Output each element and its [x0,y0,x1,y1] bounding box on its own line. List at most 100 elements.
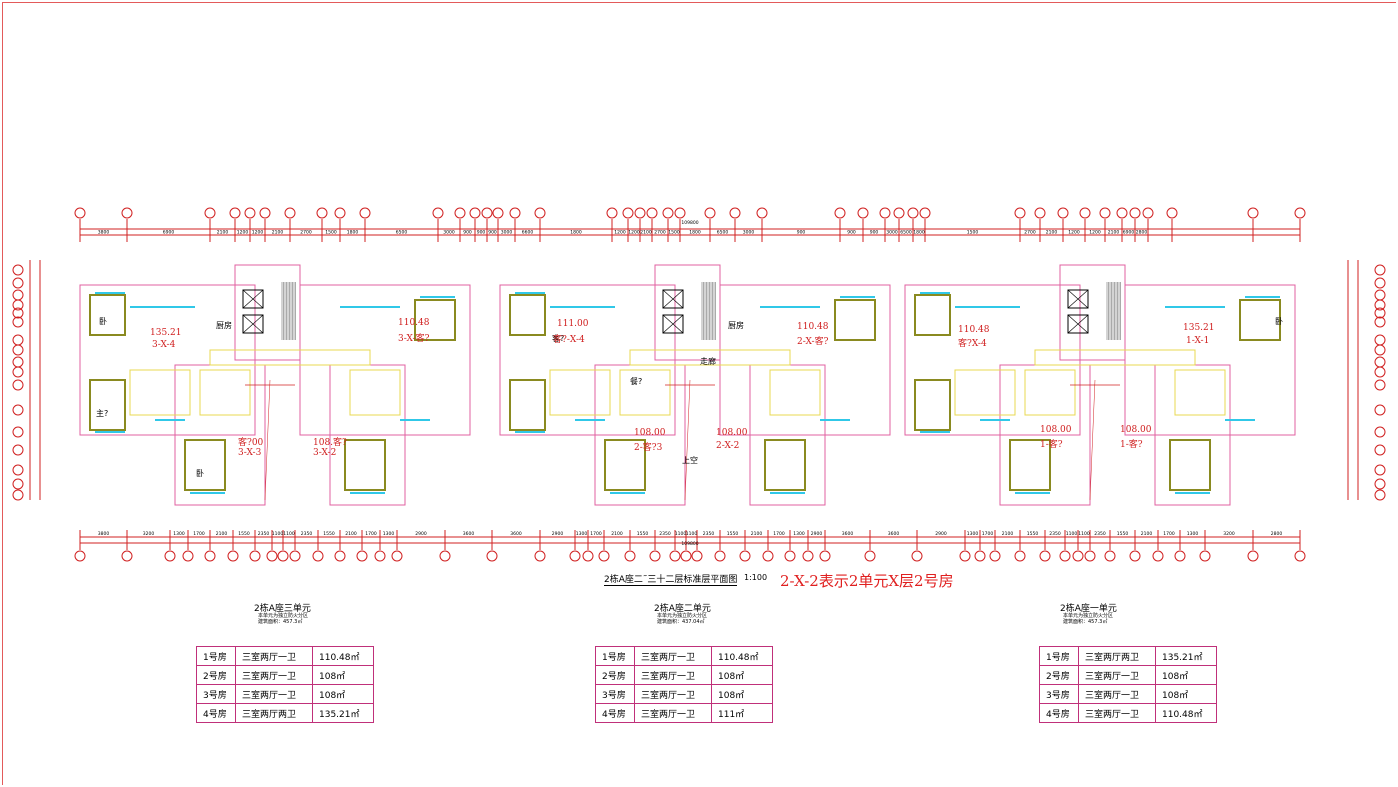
dimension-text: 2900 [811,531,823,537]
axis-bubble [1374,478,1386,490]
area-label: 135.21 [1183,323,1215,333]
axis-bubble [669,550,681,562]
axis-bubble [164,550,176,562]
room-type: 三室两厅两卫 [1078,646,1156,666]
room-area: 108㎡ [1155,684,1217,704]
dimension-text: 1200 [1068,230,1080,236]
room-label: 卧 [196,469,204,478]
room-no: 1号房 [1039,646,1079,666]
room-no: 3号房 [1039,684,1079,704]
room-type: 三室两厅一卫 [1078,665,1156,685]
dimension-text: 2350 [258,531,270,537]
dimension-text: 3800 [98,531,110,537]
dimension-text: 3000 [743,230,755,236]
axis-bubble [12,277,24,289]
axis-bubble [12,316,24,328]
area-label: 3-X-2 [313,448,337,458]
room-area: 108㎡ [711,684,773,704]
core-wall [654,264,721,361]
axis-bubble [919,207,931,219]
bedroom-wall [344,439,386,491]
dimension-text: 1300 [967,531,979,537]
axis-bubble [12,464,24,476]
axis-bubble [1166,207,1178,219]
area-label: 108.00 [1120,425,1152,435]
axis-bubble [121,207,133,219]
corridor [629,349,791,366]
axis-bubble [534,207,546,219]
dimension-text: 1550 [1117,531,1129,537]
axis-bubble [439,550,451,562]
axis-bubble [312,550,324,562]
axis-bubble [12,264,24,276]
dimension-text: 1500 [668,230,680,236]
dimension-text: 2100 [216,531,228,537]
room-no: 2号房 [595,665,635,685]
area-label: 3-X-3 [238,448,262,458]
area-label: 1-X-1 [1186,336,1210,346]
room-no: 1号房 [196,646,236,666]
axis-bubble [1374,316,1386,328]
axis-bubble [1079,207,1091,219]
dimension-text: 1550 [727,531,739,537]
total-dimension: 109800 [681,541,698,547]
axis-bubble [1294,207,1306,219]
elevator [1067,289,1089,309]
dimension-text: 1200 [237,230,249,236]
room-label: 厨房 [728,321,744,330]
dimension-text: 3600 [888,531,900,537]
dimension-text: 900 [477,230,486,236]
room-no: 3号房 [595,684,635,704]
area-label: 108.客? [313,438,347,448]
dimension-text: 2350 [1049,531,1061,537]
room-no: 4号房 [196,703,236,723]
elevator [662,314,684,334]
room-no: 4号房 [595,703,635,723]
axis-bubble [12,444,24,456]
axis-bubble [74,207,86,219]
fire-line [684,379,691,501]
fire-line [264,379,271,501]
dimension-text: 1300 [793,531,805,537]
axis-bubble [1039,550,1051,562]
bedroom-wall [1169,439,1211,491]
axis-bubble [739,550,751,562]
living-wall [129,369,191,416]
bedroom-wall [1239,299,1281,341]
axis-bubble [598,550,610,562]
axis-bubble [989,550,1001,562]
axis-bubble [12,307,24,319]
dimension-text: 1300 [1187,531,1199,537]
axis-bubble [227,550,239,562]
room-type: 三室两厅一卫 [235,665,313,685]
room-area: 110.48㎡ [711,646,773,666]
axis-bubble [1374,344,1386,356]
dimension-text: 1550 [637,531,649,537]
axis-bubble [1099,207,1111,219]
axis-bubble [1059,550,1071,562]
axis-bubble [911,550,923,562]
axis-bubble [1057,207,1069,219]
axis-bubble [691,550,703,562]
axis-bubble [182,550,194,562]
axis-bubble [316,207,328,219]
unit-note: 本单元为独立防火分区 [657,613,708,619]
dimension-text: 2100 [217,230,229,236]
dimension-text: 1700 [365,531,377,537]
axis-bubble [1129,550,1141,562]
room-label: 卧 [99,317,107,326]
dimension-text: 2800 [1136,230,1148,236]
bedroom-wall [509,294,546,336]
dimension-text: 2100 [1108,230,1120,236]
room-type: 三室两厅一卫 [634,703,712,723]
dimension-text: 2350 [1094,531,1106,537]
drawing-note: 2-X-2表示2单元X层2号房 [780,572,954,590]
room-type: 三室两厅一卫 [235,684,313,704]
drawing-scale: 1:100 [744,573,768,582]
axis-bubble [1014,207,1026,219]
axis-bubble [374,550,386,562]
